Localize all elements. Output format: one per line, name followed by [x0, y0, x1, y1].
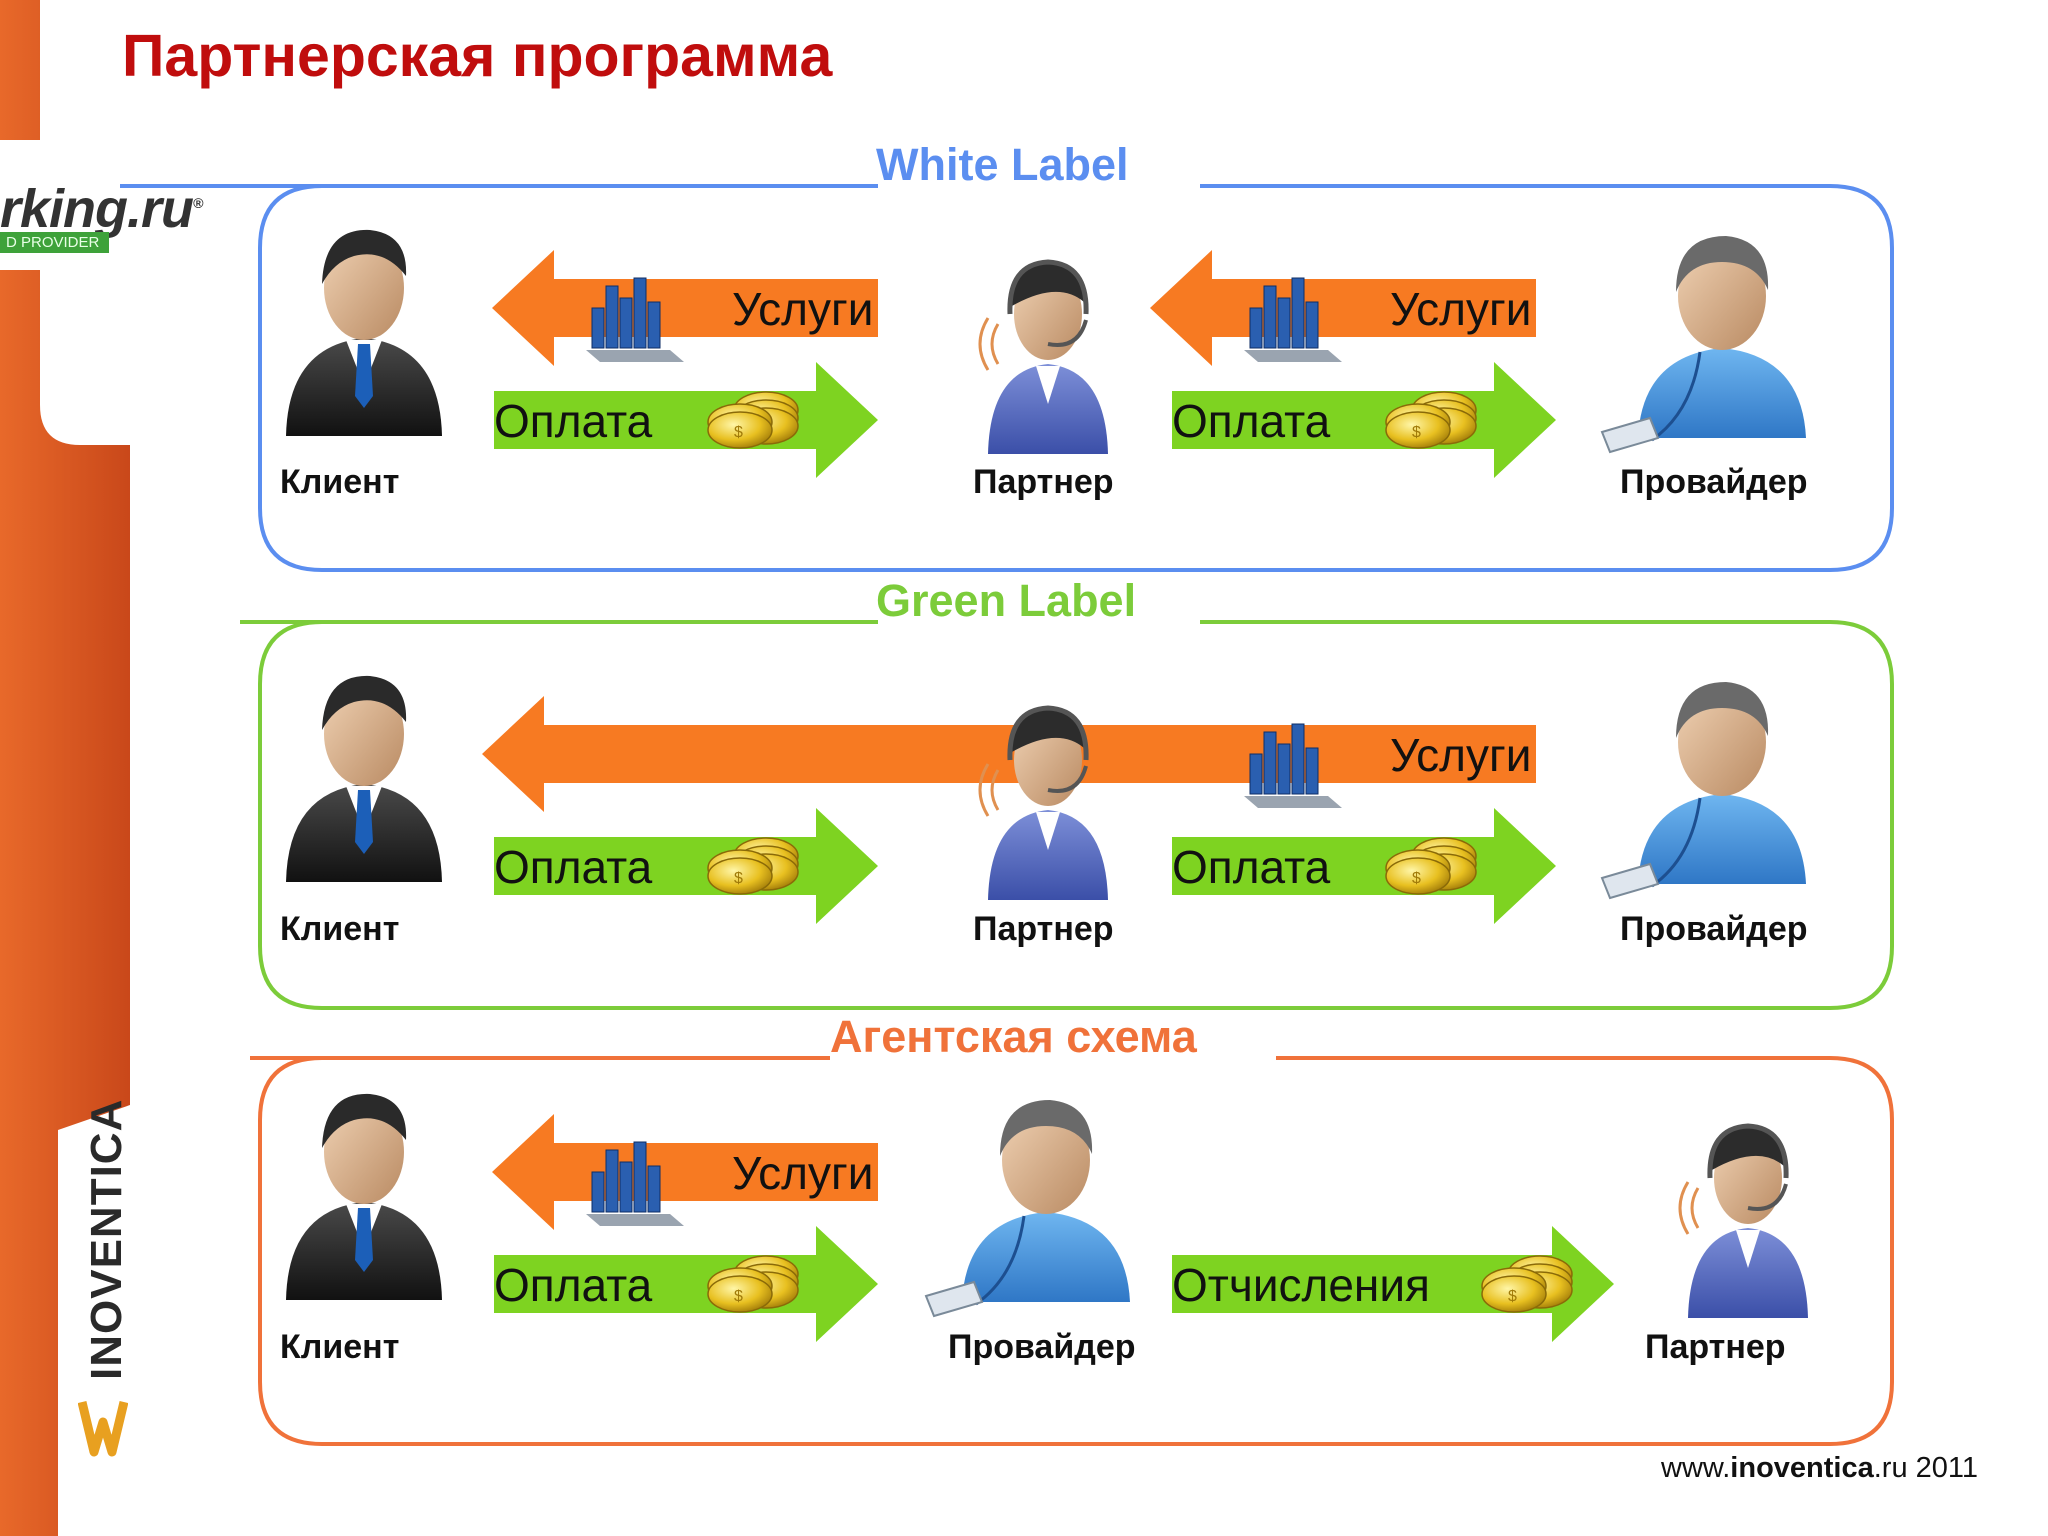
arrow-label-payment: Оплата: [494, 841, 653, 893]
server-chart-icon: [1244, 277, 1342, 362]
arrow-label-deductions: Отчисления: [1172, 1259, 1430, 1311]
gold-coins-icon: $: [707, 837, 799, 895]
section-frame-green-label: [240, 620, 1894, 1010]
section-title-green-label: Green Label: [876, 575, 1137, 626]
section-frame-white-label: [120, 184, 1894, 572]
server-chart-icon: [1244, 723, 1342, 808]
person-label-client: Клиент: [280, 463, 400, 501]
people-figures: [286, 229, 1808, 1318]
person-label-provider: Провайдер: [948, 1328, 1136, 1366]
server-chart-icon: [586, 277, 684, 362]
flow-icons: $ $ $ $ $ $: [586, 277, 1573, 1313]
svg-text:$: $: [1508, 1288, 1517, 1305]
services-arrow: [492, 1114, 878, 1230]
gold-coins-icon: $: [707, 1255, 799, 1313]
section-title-agent: Агентская схема: [830, 1011, 1197, 1062]
person-label-partner: Партнер: [973, 463, 1114, 501]
payment-arrow: [494, 362, 878, 478]
deductions-arrow: [1172, 1226, 1614, 1342]
section-title-white-label: White Label: [876, 139, 1129, 190]
section-frame-agent: [250, 1056, 1894, 1446]
person-label-provider: Провайдер: [1620, 910, 1808, 948]
arrow-label-services: Услуги: [732, 283, 874, 335]
payment-arrow: [494, 808, 878, 924]
payment-arrow: [494, 1226, 878, 1342]
brand-name: INOVENTICA: [82, 1098, 131, 1380]
arrow-label-services: Услуги: [732, 1147, 874, 1199]
payment-arrow: [1172, 808, 1556, 924]
businessman-icon: [286, 1093, 442, 1300]
person-label-provider: Провайдер: [1620, 463, 1808, 501]
payment-arrow: [1172, 362, 1556, 478]
flow-arrows: [482, 250, 1614, 1342]
services-arrow: [1150, 250, 1536, 366]
server-chart-icon: [586, 1141, 684, 1226]
left-sidebar: [0, 0, 265, 1536]
arrow-label-services: Услуги: [1390, 729, 1532, 781]
arrow-label-services: Услуги: [1390, 283, 1532, 335]
provider-person-icon: [1600, 682, 1806, 900]
svg-text:$: $: [734, 1288, 743, 1305]
page-title: Партнерская программа: [122, 23, 833, 89]
provider-person-icon: [1600, 236, 1806, 454]
footer-url: www.inoventica.ru 2011: [1661, 1452, 1978, 1484]
operator-headset-icon: [1678, 1123, 1808, 1318]
gold-coins-icon: $: [707, 391, 799, 449]
arrow-label-payment: Оплата: [494, 395, 653, 447]
person-label-client: Клиент: [280, 910, 400, 948]
logo-wordmark: rking.ru®: [0, 179, 203, 239]
svg-text:$: $: [1412, 424, 1421, 441]
businessman-icon: [286, 675, 442, 882]
brand-logo-icon: [78, 1400, 128, 1457]
gold-coins-icon: $: [1385, 837, 1477, 895]
services-arrow: [492, 250, 878, 366]
svg-text:$: $: [1412, 870, 1421, 887]
arrow-label-payment: Оплата: [494, 1259, 653, 1311]
svg-text:$: $: [734, 424, 743, 441]
arrow-label-payment: Оплата: [1172, 395, 1331, 447]
svg-text:$: $: [734, 870, 743, 887]
person-label-client: Клиент: [280, 1328, 400, 1366]
operator-headset-icon: [978, 705, 1108, 900]
person-label-partner: Партнер: [1645, 1328, 1786, 1366]
person-label-partner: Партнер: [973, 910, 1114, 948]
businessman-icon: [286, 229, 442, 436]
operator-headset-icon: [978, 259, 1108, 454]
arrow-label-payment: Оплата: [1172, 841, 1331, 893]
logo-badge: D PROVIDER: [0, 232, 110, 253]
gold-coins-icon: $: [1385, 391, 1477, 449]
provider-person-icon: [924, 1100, 1130, 1318]
gold-coins-icon: $: [1481, 1255, 1573, 1313]
